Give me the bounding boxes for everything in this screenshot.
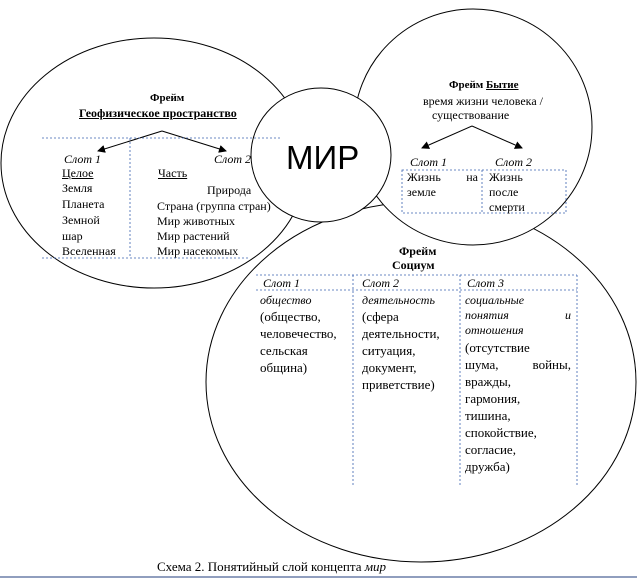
geo-slot2-item: Мир насекомых [157, 244, 239, 258]
being-frame-title-line: Фрейм Бытие [449, 80, 519, 91]
being-slot2-line: Жизнь [489, 170, 523, 184]
society-slot2-line: деятельности, [362, 326, 440, 341]
caption-text: Схема 2. Понятийный слой концепта [157, 559, 365, 574]
society-slot1-label: Слот 1 [263, 276, 301, 290]
being-slot2-line: смерти [489, 200, 525, 214]
society-slot3-line: (отсутствие [465, 340, 530, 355]
geo-slot-grid [42, 137, 280, 259]
society-slot1-name: общество [260, 293, 312, 307]
being-frame-heading: Фрейм [449, 79, 484, 91]
being-slot2-line: после [489, 185, 519, 199]
society-slot3-name-word: и [565, 308, 571, 322]
society-slot1-line: община) [260, 360, 308, 375]
society-slot3-label: Слот 3 [467, 276, 505, 290]
geo-slot1-name: Целое [62, 166, 94, 180]
society-slot2-label: Слот 2 [362, 276, 400, 290]
geo-arrow-left [97, 130, 163, 153]
geo-slot1-item: Земля [62, 181, 93, 195]
being-slot1-word: Жизнь [407, 170, 441, 184]
center-label: МИР [286, 139, 360, 176]
society-slot3-line: гармония, [465, 391, 521, 406]
geo-slot2-name: Часть [158, 166, 188, 180]
society-slot3-name: отношения [465, 323, 524, 337]
society-slot2-line: (сфера [362, 309, 399, 324]
geo-frame-heading: Фрейм [150, 92, 185, 104]
society-frame-title: Социум [392, 258, 435, 272]
geo-slot2-item: Мир растений [157, 229, 230, 243]
society-slot3-name: понятия и [465, 309, 571, 321]
society-slot3-line: шума, войны, [465, 358, 571, 371]
society-slot3-name-word: понятия [465, 308, 509, 322]
being-frame-subtitle: время жизни человека / [423, 94, 543, 108]
society-slot3-word: шума, [465, 357, 499, 372]
society-slot-grid [256, 274, 578, 485]
society-slot3-line: вражды, [465, 374, 511, 389]
being-slot-grid [401, 169, 567, 214]
geo-slot2-item: Природа [207, 183, 252, 197]
society-slot3-line: дружба) [465, 459, 510, 474]
being-frame-title: Бытие [486, 79, 519, 91]
society-slot3-name: социальные [465, 293, 525, 307]
society-slot2-name: деятельность [362, 293, 435, 307]
society-slot2-line: приветствие) [362, 377, 435, 392]
society-slot3-line: тишина, [465, 408, 511, 423]
being-frame-circle [353, 8, 593, 246]
being-frame-subtitle: существование [432, 108, 510, 122]
society-slot1-line: сельская [260, 343, 308, 358]
geo-slot1-item: Вселенная [62, 244, 116, 258]
geo-slot1-item: Планета [62, 197, 105, 211]
geo-slot2-label: Слот 2 [214, 152, 252, 166]
geo-slot1-item: шар [62, 229, 83, 243]
geo-arrow-right [161, 130, 227, 153]
geo-slot1-item: Земной [62, 213, 100, 227]
being-slot1-word: на [466, 170, 478, 184]
being-slot1-line: земле [407, 185, 436, 199]
geo-slot2-item: Мир животных [157, 214, 235, 228]
society-slot2-line: ситуация, [362, 343, 416, 358]
being-arrow-right [471, 125, 523, 149]
society-slot1-line: (общество, [260, 309, 321, 324]
geo-frame-title: Геофизическое пространство [79, 106, 237, 120]
center-circle [250, 87, 392, 223]
being-slot1-line: Жизнь на [407, 171, 478, 183]
society-slot2-line: документ, [362, 360, 417, 375]
society-slot3-line: спокойствие, [465, 425, 537, 440]
society-slot3-word: войны, [532, 357, 571, 372]
geo-slot2-item: Страна (группа стран) [157, 199, 271, 213]
caption-term: мир [364, 559, 387, 574]
society-slot3-line: согласие, [465, 442, 516, 457]
being-arrow-left [421, 125, 473, 149]
geo-slot1-label: Слот 1 [64, 152, 102, 166]
society-frame-heading: Фрейм [399, 244, 437, 258]
figure-caption: Схема 2. Понятийный слой концепта мир [157, 560, 386, 573]
being-slot2-label: Слот 2 [495, 155, 533, 169]
being-slot1-label: Слот 1 [410, 155, 448, 169]
society-slot1-line: человечество, [260, 326, 337, 341]
